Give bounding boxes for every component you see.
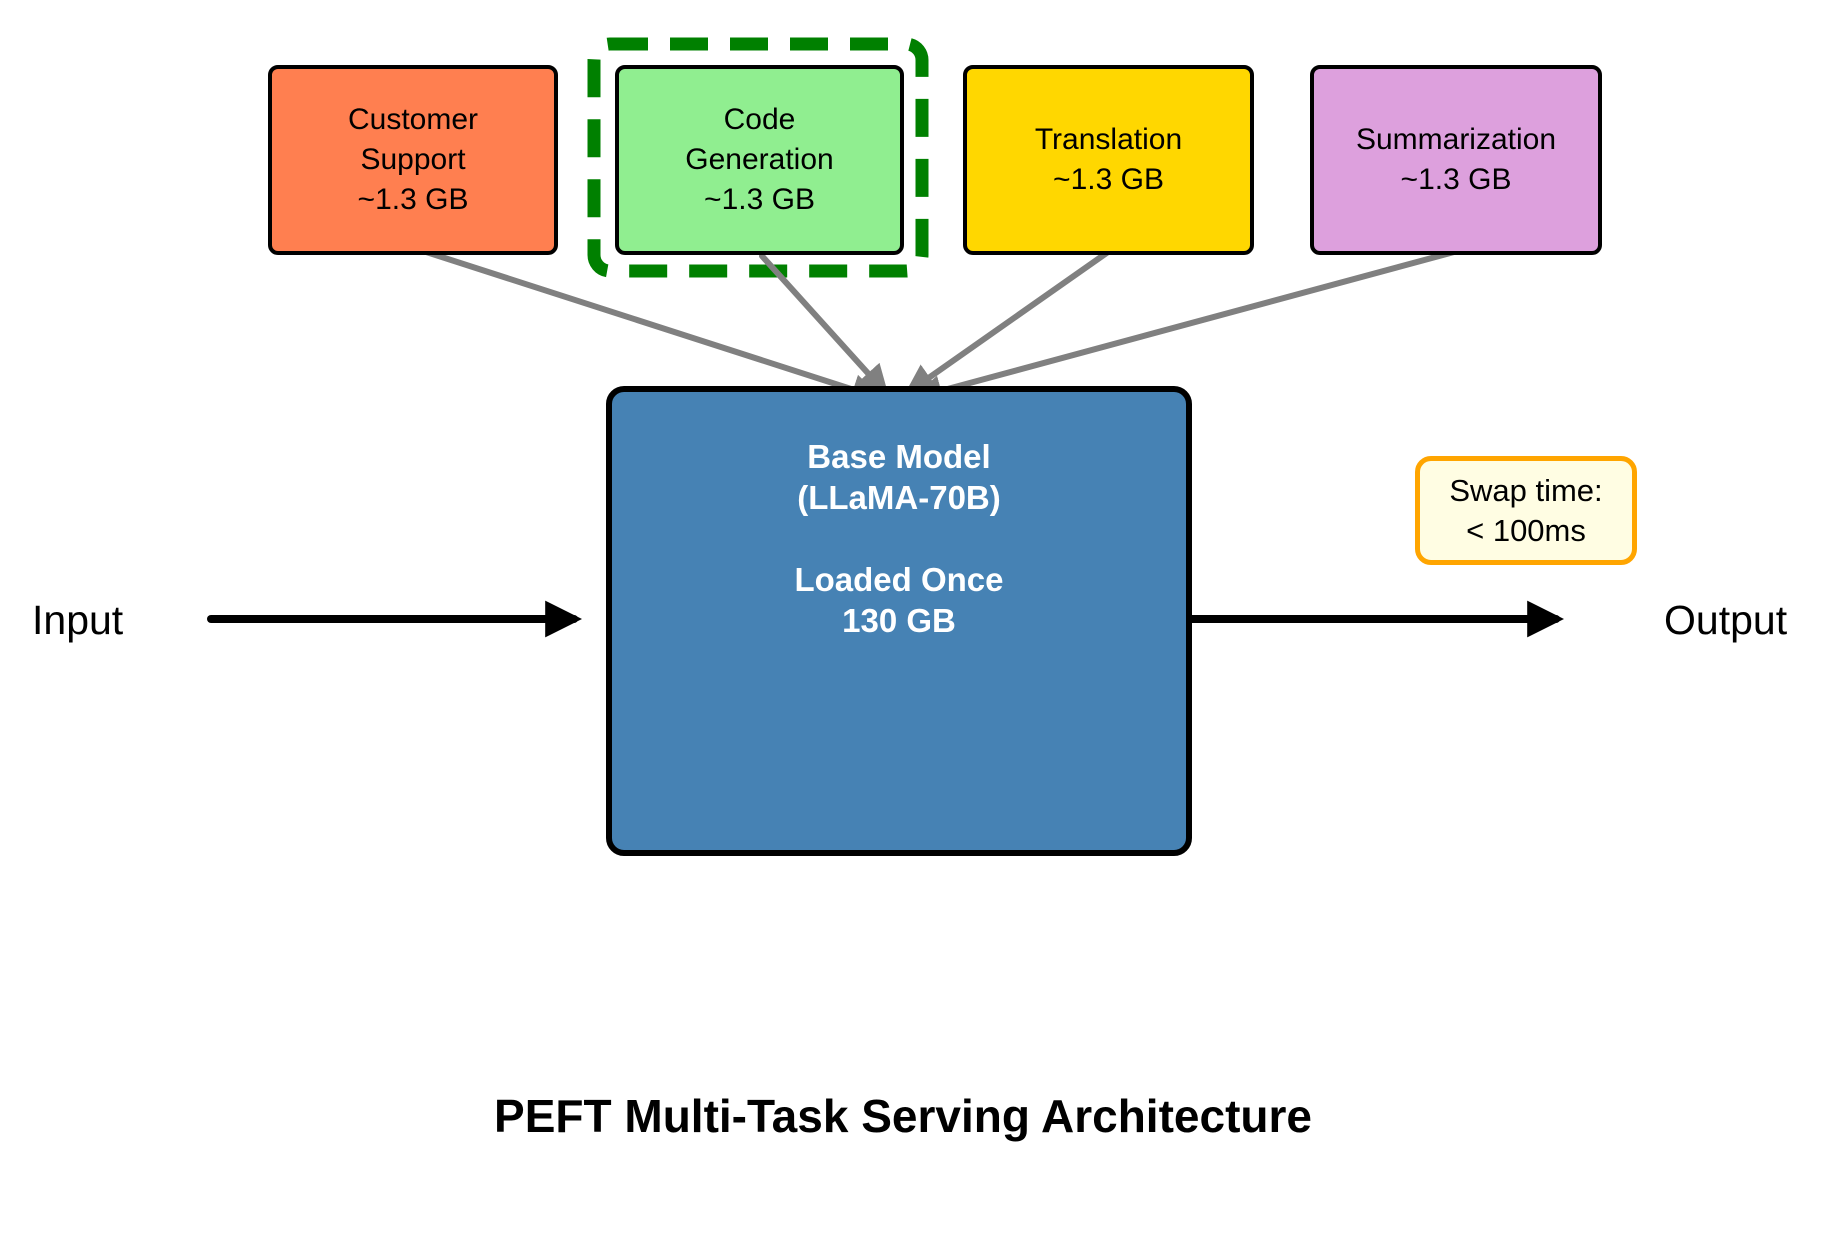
arrow-translation-to-base xyxy=(904,249,1111,396)
swap-time-value: < 100ms xyxy=(1466,512,1586,548)
arrow-summarization-to-base xyxy=(911,249,1457,406)
adapter-size: ~1.3 GB xyxy=(704,183,815,216)
base-model-loaded: Loaded Once xyxy=(794,561,1004,598)
base-model-name: (LLaMA-70B) xyxy=(797,479,1001,516)
adapter-label: Customer xyxy=(347,103,479,136)
adapter-box-summarization: Summarization ~1.3 GB xyxy=(1310,65,1602,255)
swap-time-badge: Swap time: < 100ms xyxy=(1415,456,1637,565)
adapter-label: Code xyxy=(723,103,796,136)
adapter-label: Support xyxy=(360,143,466,176)
output-label: Output xyxy=(1664,597,1788,643)
arrow-customer-support-to-base xyxy=(417,247,883,405)
base-model-size: 130 GB xyxy=(842,602,956,639)
base-model-spacer xyxy=(612,518,1186,559)
adapter-label: Generation xyxy=(685,143,834,176)
adapter-box-translation: Translation ~1.3 GB xyxy=(963,65,1254,255)
adapter-box-code-generation: Code Generation ~1.3 GB xyxy=(615,65,904,255)
arrow-code-generation-to-base xyxy=(759,253,889,397)
base-model-box: Base Model (LLaMA-70B) Loaded Once 130 G… xyxy=(606,386,1192,856)
active-adapter-highlight xyxy=(587,37,929,278)
adapter-size: ~1.3 GB xyxy=(357,183,469,216)
adapter-label: Translation xyxy=(1034,123,1183,156)
adapter-size: ~1.3 GB xyxy=(1053,163,1164,196)
swap-time-label: Swap time: xyxy=(1449,472,1603,508)
diagram-title: PEFT Multi-Task Serving Architecture xyxy=(494,1090,1312,1142)
base-model-title: Base Model xyxy=(807,438,991,475)
input-label: Input xyxy=(32,597,124,643)
adapter-label: Summarization xyxy=(1355,123,1557,156)
adapter-box-customer-support: Customer Support ~1.3 GB xyxy=(268,65,558,255)
adapter-size: ~1.3 GB xyxy=(1400,163,1512,196)
